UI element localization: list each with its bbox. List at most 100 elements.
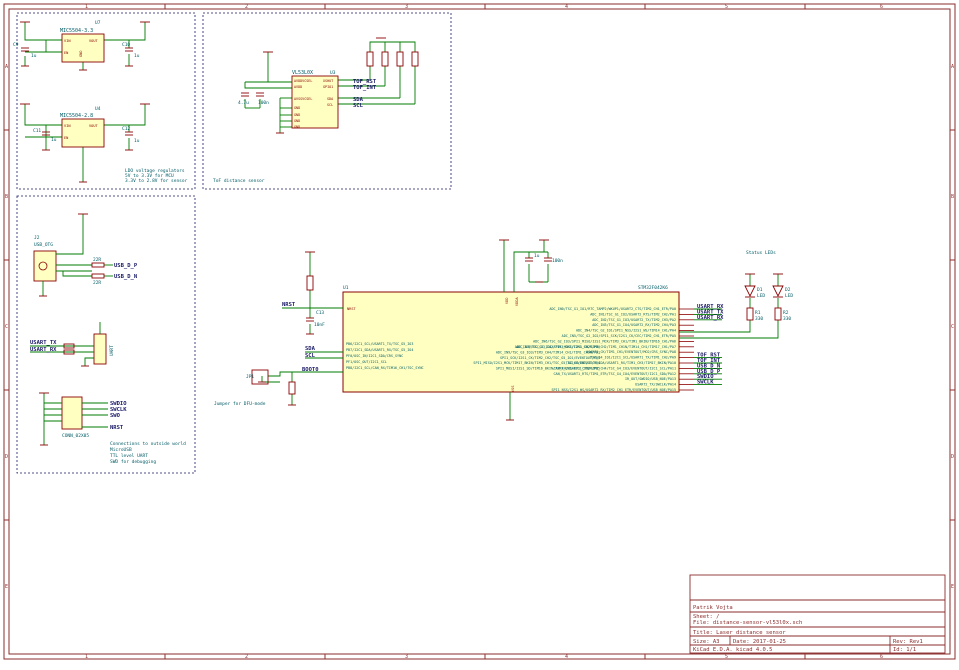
u1-pin-label: ADC_IN4/TSC_G2_IO1/SPI1_NSS/I2S1_WS/TIM1… bbox=[576, 329, 676, 333]
frame-number: 6 bbox=[880, 654, 883, 660]
u3-pin: SDA bbox=[327, 97, 333, 101]
u1-pin-nrst: NRST bbox=[347, 307, 356, 311]
frame-number: 5 bbox=[725, 4, 728, 10]
u1-pin-label: ADC_IN8/TSC_G3_IO2/TIM3_CH3/TIM1_CH2N/PB… bbox=[516, 345, 600, 349]
u1-pin-vdda: VDDA bbox=[515, 297, 519, 306]
frame-number: 6 bbox=[880, 4, 883, 10]
usb-connector-j2: J2 USB_OTG 22R 22R USB_D_P USB_D_N bbox=[33, 213, 138, 297]
status-leds: Status LEDs D1 D2 LED LED R1 R2 330 330 bbox=[679, 250, 793, 339]
net-nrst: NRST bbox=[110, 425, 124, 431]
u3-pin: GND bbox=[294, 106, 300, 110]
swd-connector-j3: SWDIO SWCLK SWO NRST CONN_02X05 Connecti… bbox=[39, 392, 186, 465]
sheet-frame bbox=[3, 3, 956, 660]
u1-value: STM32F042K6 bbox=[638, 285, 668, 291]
frame-letter: B bbox=[5, 194, 8, 200]
u3-pin: XSHUT bbox=[323, 79, 333, 83]
title-block-rev: Rev: Rev1 bbox=[893, 639, 923, 645]
frame-letter: C bbox=[5, 324, 8, 330]
u3-pin: AVSSVCSEL bbox=[294, 97, 312, 101]
frame-number: 2 bbox=[245, 4, 248, 10]
d1-ref: D1 bbox=[757, 287, 763, 293]
j3-body bbox=[61, 396, 83, 430]
j1-body bbox=[93, 333, 107, 365]
frame-letter: A bbox=[951, 64, 954, 70]
u1-net-label: SWDIO bbox=[697, 374, 714, 380]
c-vdd2-value: 100n bbox=[552, 258, 563, 264]
r-led2 bbox=[774, 307, 782, 321]
net-swdio: SWDIO bbox=[110, 401, 127, 407]
regulators-note-line2: 5V to 3.3V for MCU bbox=[125, 173, 174, 179]
u7-pin-vin: VIN bbox=[64, 39, 71, 43]
u1-pin-label: SPI1_MOSI/I2S1_SD/TIM16_BKIN/TIM3_CH2/I2… bbox=[496, 367, 600, 371]
jp1-jumper[interactable] bbox=[251, 369, 269, 385]
u1-pin-label: ADC_IN9/TSC_G3_IO3/TIM3_CH4/TIM14_CH1/TI… bbox=[496, 350, 600, 354]
u1-pin-label: SPI1_NSS/I2S1_WS/USART2_RX/TIM2_CH1_ETR/… bbox=[551, 388, 676, 392]
u1-pin-label: ADC_IN7/TSC_G2_IO4/SPI1_MOSI/I2S1_SD/TIM… bbox=[515, 345, 676, 349]
u4-pin-vin: VIN bbox=[64, 124, 71, 128]
u1-net-label: SWCLK bbox=[697, 380, 714, 386]
tof-c1-value: 4.7u bbox=[238, 100, 249, 106]
u1-body bbox=[342, 291, 680, 393]
led-d2 bbox=[772, 285, 784, 298]
u1-pin-label: TSC_G4_IO2/I2C1_SDA/USART1_RX/TIM1_CH3/T… bbox=[566, 361, 676, 365]
frame-letter: B bbox=[951, 194, 954, 200]
net-nrst: NRST bbox=[282, 302, 296, 308]
u7-value: MIC5504-3.3 bbox=[60, 28, 93, 34]
c10-value: 1u bbox=[134, 53, 140, 59]
net-boot0: BOOT0 bbox=[302, 367, 319, 373]
frame-number: 1 bbox=[85, 4, 88, 10]
frame-number: 1 bbox=[85, 654, 88, 660]
d2-value: LED bbox=[785, 293, 793, 299]
usb-icon bbox=[38, 261, 48, 271]
u1-right-pins: ADC_IN0/TSC_G1_IO1/RTC_TAMP2/WKUP1/USART… bbox=[515, 304, 724, 392]
net-usart-tx: USART_TX bbox=[30, 340, 57, 346]
c10-ref: C10 bbox=[122, 42, 130, 48]
tof-sensor-u3: U3 VL53L0X 4.7u 100n ToF distance sensor… bbox=[213, 37, 419, 184]
connectors-section-box bbox=[16, 195, 196, 474]
c12-ref: C12 bbox=[122, 126, 130, 132]
u4-pin-en: EN bbox=[64, 136, 68, 140]
r-usb-value: 22R bbox=[93, 257, 101, 263]
u1-pin-label: USART1_CK/TIM1_CH1/EVENTOUT/MCO/CRS_SYNC… bbox=[586, 350, 676, 354]
d1-value: LED bbox=[757, 293, 765, 299]
u1-pin-label: USART2_TX/SWCLK/PA14 bbox=[635, 383, 676, 387]
u1-pin-label: PB6/I2C1_SCL/USART1_TX/TSC_G5_IO3 bbox=[346, 342, 413, 346]
u3-ref: U3 bbox=[330, 70, 336, 76]
r1-value: 330 bbox=[755, 316, 763, 322]
tof-section-box bbox=[202, 12, 452, 190]
tof-note: ToF distance sensor bbox=[213, 178, 265, 184]
r-led1 bbox=[746, 307, 754, 321]
r-usb-dn bbox=[91, 273, 105, 279]
u1-pin-label: PF1/OSC_OUT/I2C1_SCL bbox=[346, 360, 387, 364]
u1-pin-label: CAN_RX/USART1_CTS/TIM1_CH4/TSC_G4_IO3/EV… bbox=[554, 366, 676, 370]
u3-pin: GND bbox=[294, 125, 300, 129]
u1-net-label: USB_D_N bbox=[697, 363, 720, 369]
frame-number: 4 bbox=[565, 4, 568, 10]
u1-ref: U1 bbox=[343, 285, 349, 291]
tof-c2-value: 100n bbox=[258, 100, 269, 106]
frame-letter: E bbox=[5, 584, 8, 590]
led-d1 bbox=[744, 285, 756, 298]
u1-pin-label: SPI1_MISO/I2S1_MCK/TIM17_BKIN/TIM3_CH1/T… bbox=[473, 361, 600, 365]
title-block-author: Patrik Vojta bbox=[693, 605, 733, 611]
net-swclk: SWCLK bbox=[110, 407, 127, 413]
u3-pin: GPIO1 bbox=[323, 85, 333, 89]
c12-value: 1u bbox=[134, 138, 140, 144]
frame-number: 4 bbox=[565, 654, 568, 660]
u1-pin-label: IR_OUT/SWDIO/USB_NOE/PA13 bbox=[625, 377, 676, 381]
net-usart-rx: USART_RX bbox=[30, 347, 57, 353]
j2-body bbox=[33, 250, 57, 282]
d2-ref: D2 bbox=[785, 287, 791, 293]
j1-value: UART bbox=[109, 345, 115, 356]
u1-net-label: USART_TX bbox=[697, 309, 724, 315]
c9-ref: C9 bbox=[13, 42, 19, 48]
u1-pin-label: ADC_IN0/TSC_G1_IO1/RTC_TAMP2/WKUP1/USART… bbox=[549, 307, 676, 311]
c9-value: 1u bbox=[31, 53, 37, 59]
u7-pin-gnd: GND bbox=[79, 51, 83, 58]
j2-value: USB_OTG bbox=[34, 242, 53, 248]
u1-left-pins: PB6/I2C1_SCL/USART1_TX/TSC_G5_IO3PB7/I2C… bbox=[346, 342, 424, 370]
regulator-u4: U4 MIC5504-2.8 C11 1u C12 1u VIN VOUT EN… bbox=[20, 103, 188, 184]
tof-resistor bbox=[381, 51, 389, 67]
u3-pin: GND bbox=[294, 119, 300, 123]
